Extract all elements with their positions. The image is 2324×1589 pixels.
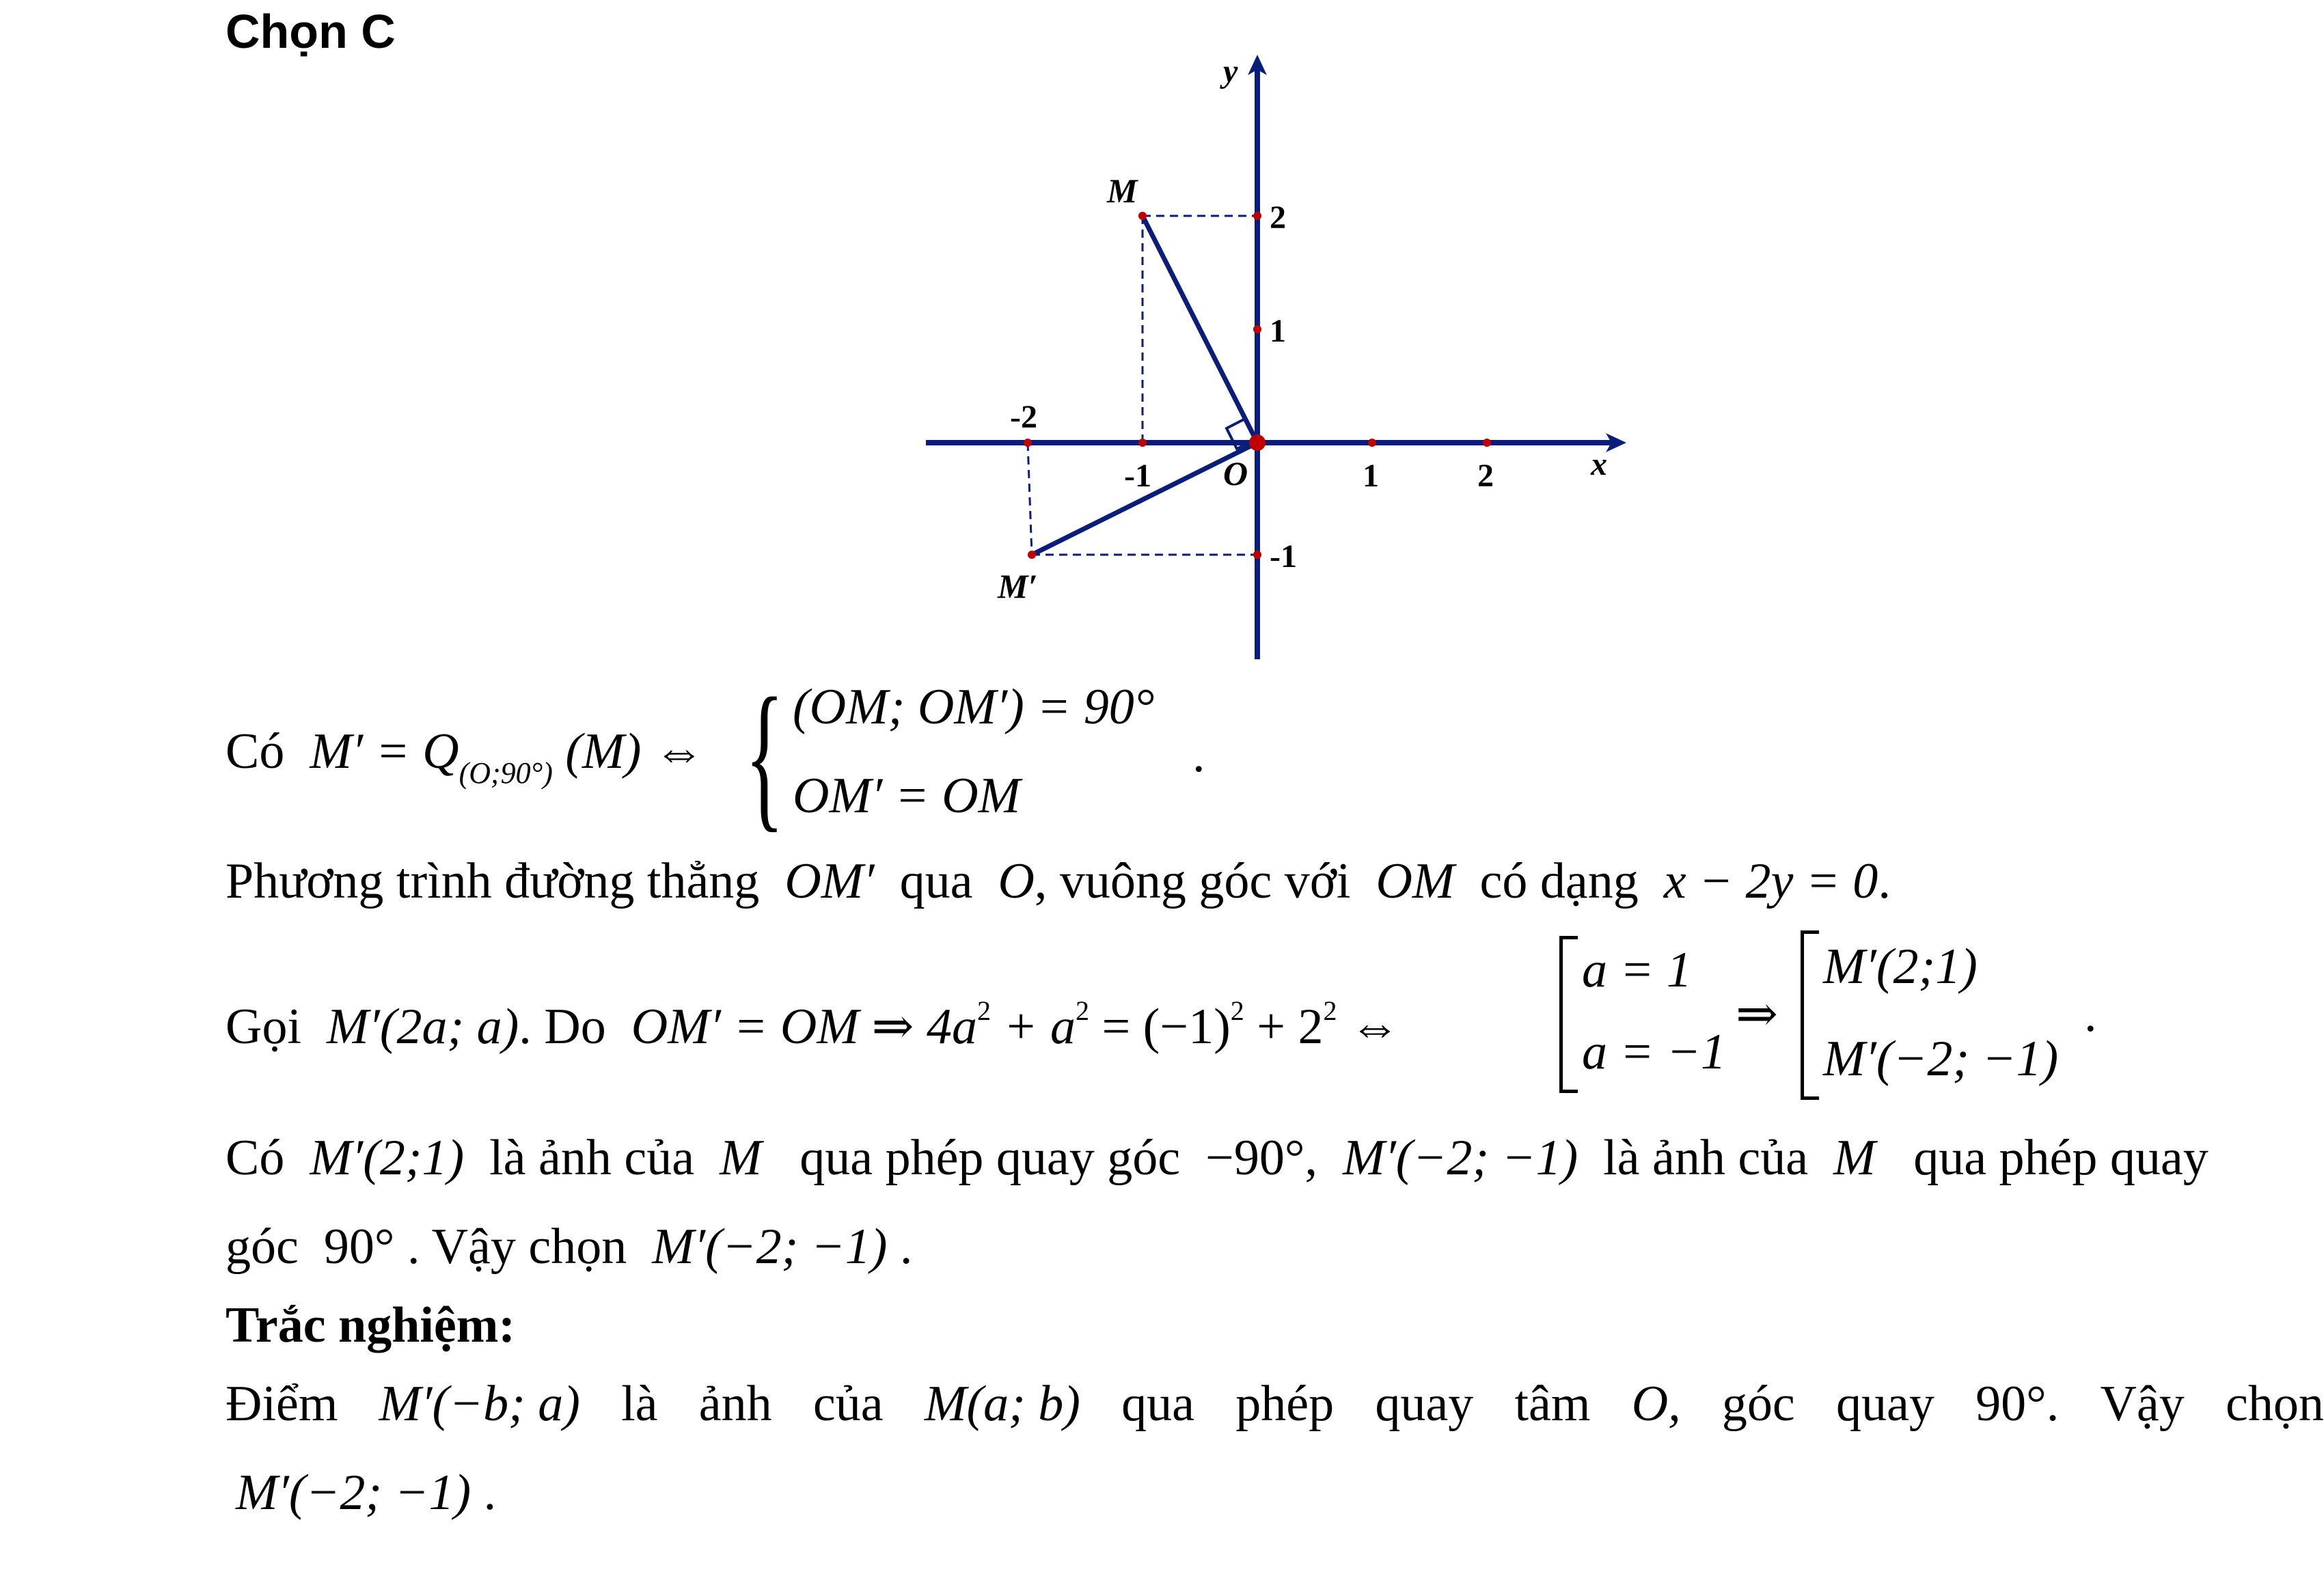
case-Mp-2: M′(−2; −1) bbox=[1823, 1031, 2059, 1087]
y-tick-2: 2 bbox=[1270, 199, 1286, 236]
x-tick-1: 1 bbox=[1363, 458, 1379, 494]
system-period: . bbox=[1192, 727, 1205, 783]
line-find-Mp: Gọi M′(2a; a). Do OM′ = OM ⇒ 4a2 + a2 = … bbox=[225, 995, 1400, 1055]
line-quick-tip: Điểm M′(−b; a) là ảnh của M(a; b) qua ph… bbox=[225, 1376, 2324, 1432]
line-rotation-explain: Có M′(2;1) là ảnh của M qua phép quay gó… bbox=[225, 1130, 2209, 1186]
bracket-Mp bbox=[1801, 930, 1819, 1100]
x-axis-arrow bbox=[1606, 433, 1626, 452]
point-Mp-label: M′ bbox=[997, 567, 1038, 605]
line-final-answer: M′(−2; −1) . bbox=[236, 1465, 497, 1521]
implies: ⇒ bbox=[1736, 986, 1779, 1042]
segment-OM bbox=[1140, 215, 1260, 444]
y-axis-label: y bbox=[1220, 53, 1238, 89]
x-axis-label: x bbox=[1590, 446, 1607, 482]
answer-heading: Chọn C bbox=[225, 5, 396, 58]
line-equation-OMp: Phương trình đường thẳng OM′ qua O, vuôn… bbox=[225, 853, 1891, 909]
x-tick-neg1: -1 bbox=[1124, 458, 1151, 494]
case-a-2: a = −1 bbox=[1582, 1024, 1726, 1080]
y-axis-arrow bbox=[1248, 55, 1267, 75]
case-a-1: a = 1 bbox=[1582, 942, 1692, 998]
line-conclusion: góc 90° . Vậy chọn M′(−2; −1) . bbox=[225, 1219, 913, 1275]
multiple-choice-heading: Trắc nghiệm: bbox=[225, 1297, 516, 1353]
segment-OMp bbox=[1030, 440, 1259, 557]
x-tick-neg2: -2 bbox=[1010, 399, 1037, 435]
system-brace: { bbox=[745, 664, 784, 846]
cases-period: . bbox=[2084, 986, 2097, 1042]
x-tick-2: 2 bbox=[1477, 458, 1494, 494]
y-tick-neg1: -1 bbox=[1270, 538, 1297, 575]
tick-points bbox=[1024, 212, 1491, 559]
point-M-label: M bbox=[1106, 171, 1138, 210]
bracket-a bbox=[1559, 936, 1578, 1093]
origin-label: O bbox=[1223, 454, 1248, 493]
system-row-2: OM′ = OM bbox=[793, 768, 1021, 824]
right-angle-mark bbox=[1225, 417, 1257, 451]
case-Mp-1: M′(2;1) bbox=[1823, 939, 1978, 995]
coordinate-graph: x y O -1 1 2 -2 -1 1 2 M M′ bbox=[926, 53, 1626, 659]
system-row-1: (OM; OM′) = 90° bbox=[793, 679, 1155, 735]
dashed-guides bbox=[1026, 215, 1257, 556]
y-tick-1: 1 bbox=[1270, 313, 1286, 349]
line-rotation-def: Có M′ = Q(O;90°) (M) ⇔ bbox=[225, 723, 705, 790]
